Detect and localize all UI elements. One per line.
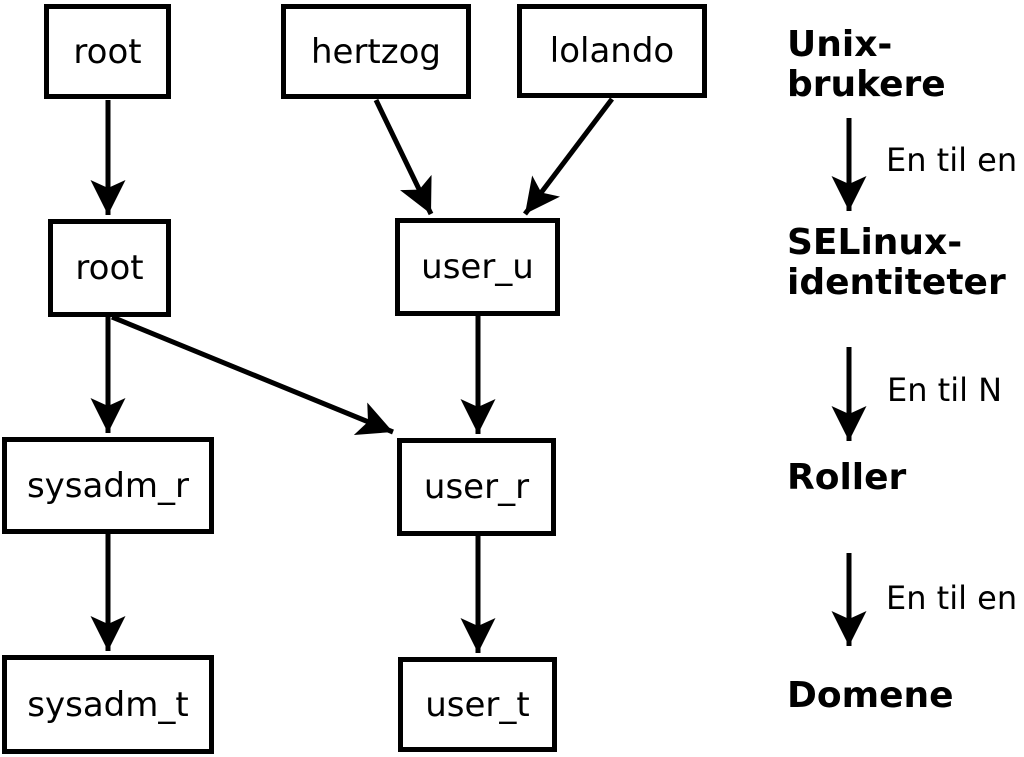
legend-heading-roles: Roller <box>787 457 907 498</box>
legend-relation-roles-to-domains: En til en <box>886 579 1018 617</box>
node-selinux-id-user-u: user_u <box>395 218 560 316</box>
node-label: hertzog <box>310 31 441 72</box>
legend-relation-unix-to-selinux: En til en <box>886 141 1018 179</box>
node-unix-user-hertzog: hertzog <box>281 4 471 99</box>
legend-heading-domains: Domene <box>787 675 954 716</box>
node-unix-user-lolando: lolando <box>517 4 707 98</box>
node-label: user_u <box>421 247 534 287</box>
node-label: lolando <box>549 31 675 71</box>
diagram-edges <box>90 97 867 653</box>
node-label: sysadm_t <box>27 684 189 725</box>
arrow-edge-lolando-to-user-u <box>523 97 614 216</box>
legend-relation-selinux-to-roles: En til N <box>887 371 1003 409</box>
node-domain-user-t: user_t <box>398 657 557 752</box>
node-domain-sysadm-t: sysadm_t <box>2 655 214 754</box>
legend-heading-unix-users: Unix-brukere <box>787 24 946 105</box>
node-selinux-id-root: root <box>48 219 171 317</box>
node-label: root <box>75 248 144 288</box>
node-role-user-r: user_r <box>397 438 556 536</box>
node-role-sysadm-r: sysadm_r <box>2 437 214 534</box>
arrow-edge-root-to-user-r <box>111 314 394 435</box>
legend-heading-selinux-identities: SELinux- identiteter <box>787 222 1006 303</box>
node-unix-user-root: root <box>44 4 171 99</box>
node-label: user_t <box>425 684 530 725</box>
node-label: sysadm_r <box>26 465 190 506</box>
node-label: user_r <box>423 467 530 507</box>
node-label: root <box>73 31 142 72</box>
arrow-edge-hertzog-to-user-u <box>373 98 434 216</box>
